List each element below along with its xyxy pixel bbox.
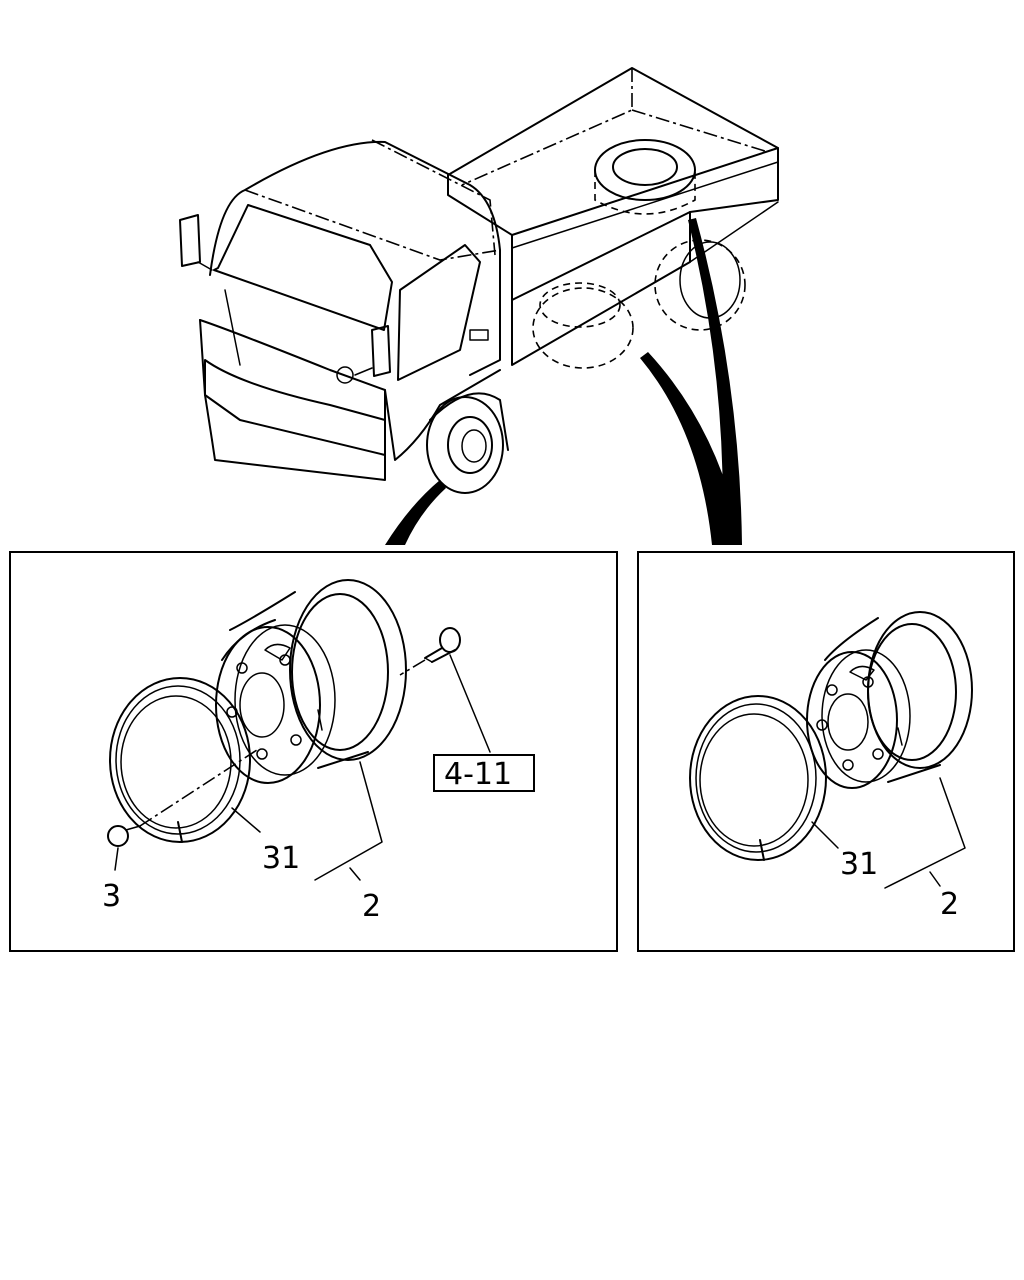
leader-wheel-down-right bbox=[929, 871, 941, 887]
rim-ring-left bbox=[109, 677, 251, 843]
rim-ring-right bbox=[689, 695, 827, 861]
truck-illustration bbox=[179, 67, 779, 545]
disc-wheel-right bbox=[806, 611, 973, 789]
left-wheel-assembly bbox=[107, 579, 491, 881]
leader-ring-right bbox=[811, 821, 839, 849]
cargo-bed bbox=[447, 67, 779, 366]
wheel-nut bbox=[107, 747, 261, 847]
leader-stud bbox=[449, 654, 491, 753]
label-nut-3: 3 bbox=[102, 879, 121, 914]
reference-box bbox=[433, 754, 535, 792]
leader-wheel-down bbox=[349, 867, 361, 881]
right-detail-panel bbox=[637, 551, 1015, 952]
leader-wheel-bracket bbox=[314, 761, 383, 881]
spare-tire-pointer bbox=[688, 218, 742, 545]
leader-nut bbox=[114, 847, 119, 871]
right-wheel-assembly bbox=[689, 611, 973, 889]
label-wheel-2-right: 2 bbox=[940, 887, 959, 922]
spare-tire-in-bed bbox=[594, 139, 696, 215]
label-ring-31-left: 31 bbox=[262, 841, 300, 876]
leader-wheel-bracket-right bbox=[884, 777, 966, 889]
disc-wheel-left bbox=[215, 579, 407, 784]
front-wheel-pointer bbox=[385, 480, 446, 545]
cab bbox=[179, 139, 501, 481]
leader-ring bbox=[231, 807, 261, 833]
front-wheel bbox=[426, 392, 509, 494]
label-wheel-2-left: 2 bbox=[362, 889, 381, 924]
label-reference-4-11: 4-11 bbox=[444, 757, 512, 792]
rear-wheel-pointer bbox=[640, 352, 742, 545]
label-ring-31-right: 31 bbox=[840, 847, 878, 882]
wheel-stud bbox=[399, 627, 461, 676]
left-detail-panel bbox=[9, 551, 618, 952]
